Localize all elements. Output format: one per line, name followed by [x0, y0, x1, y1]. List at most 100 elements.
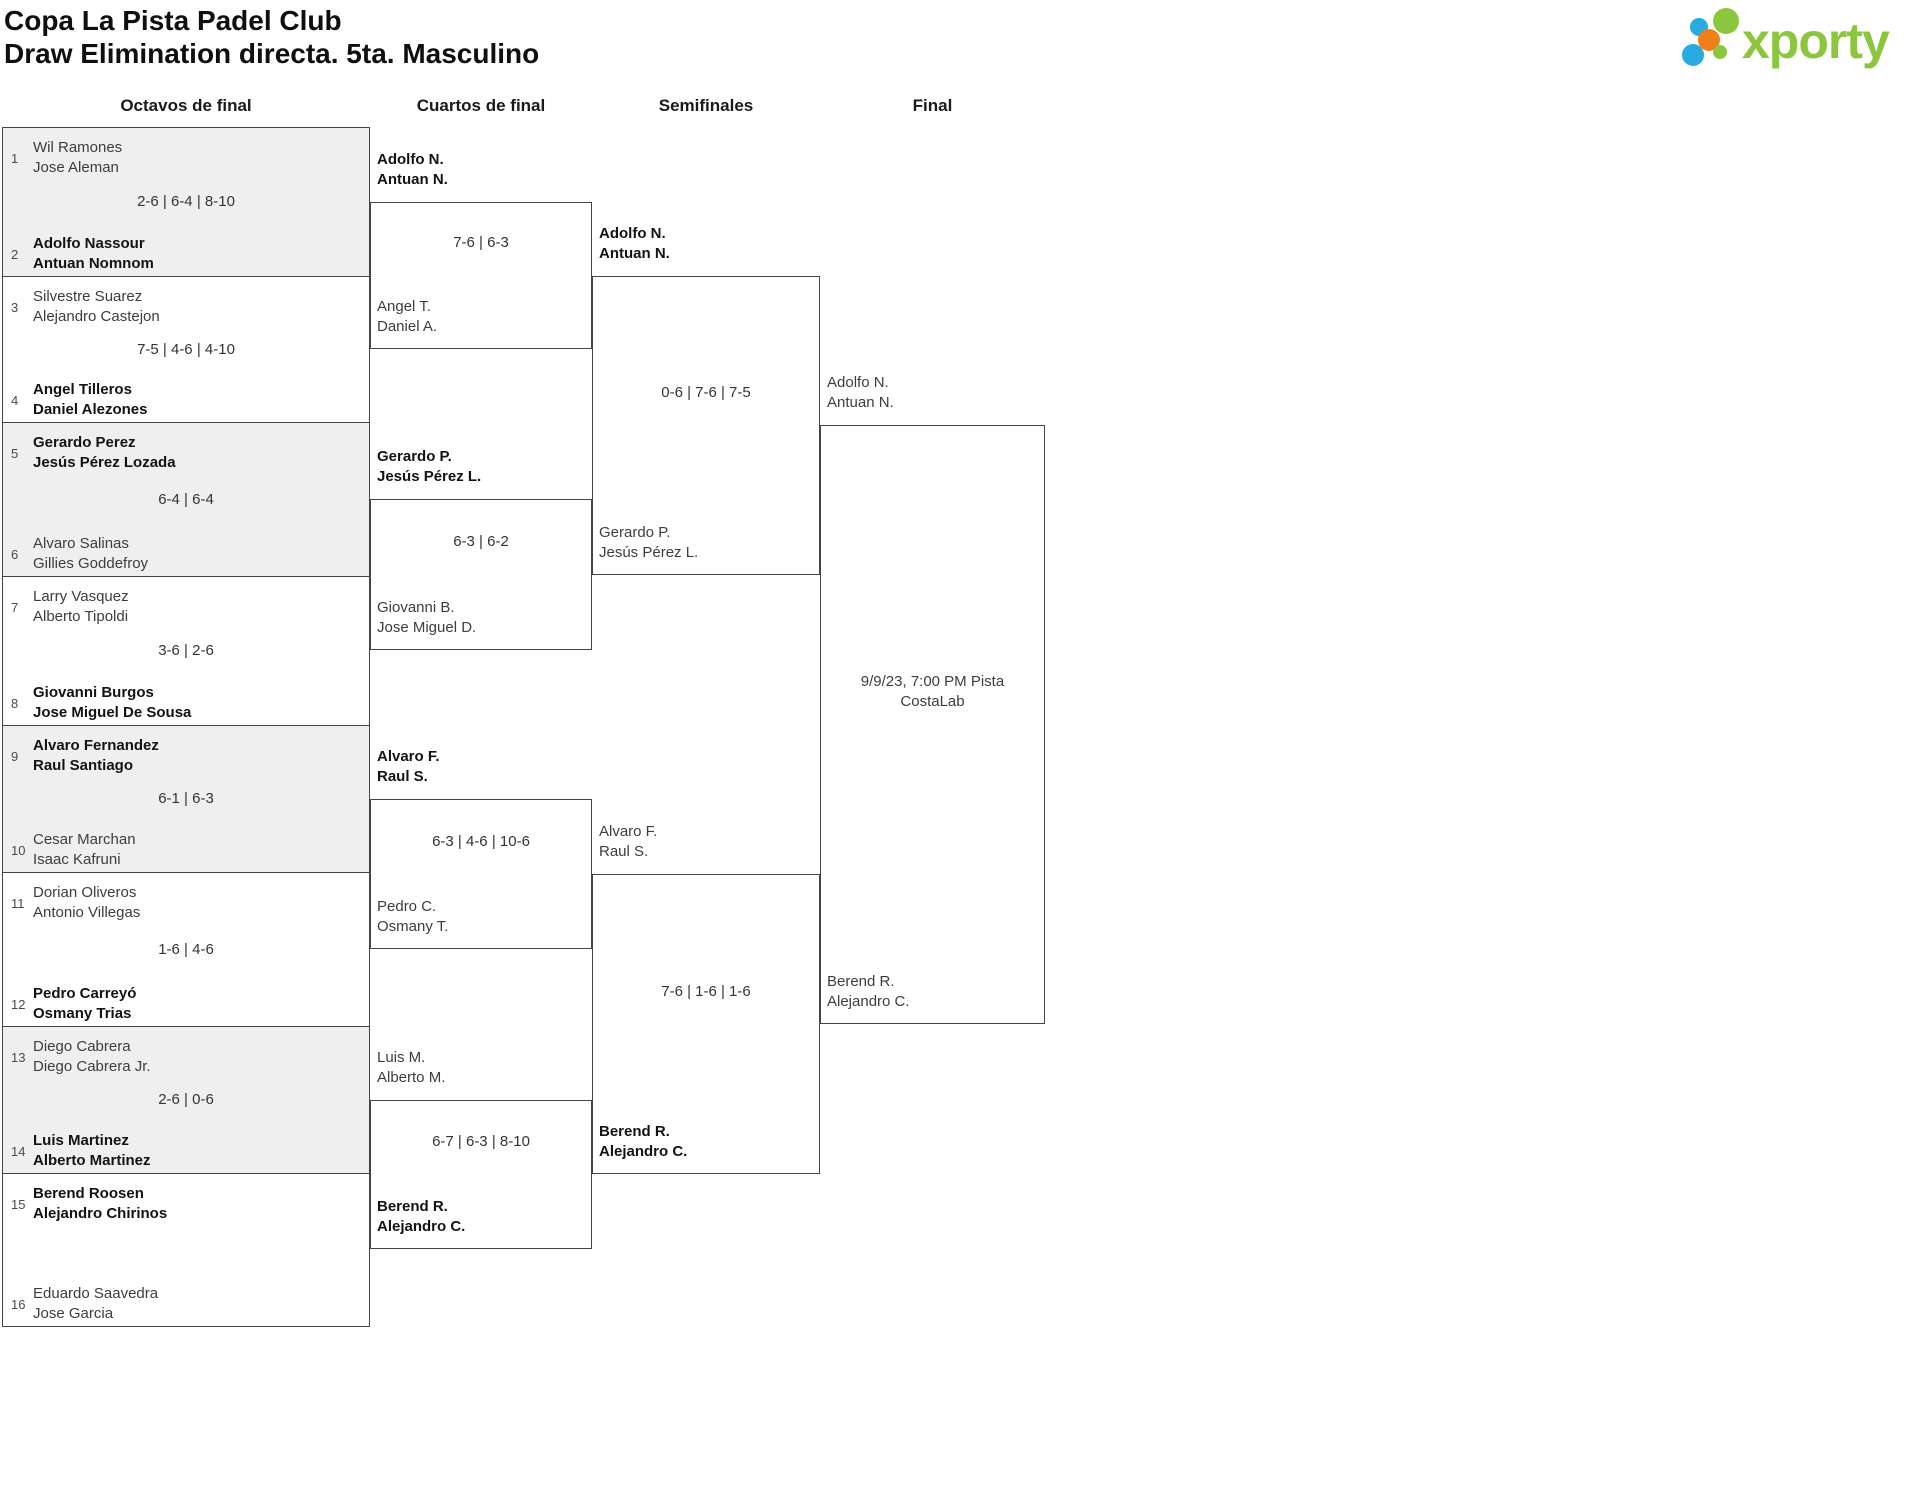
player-name: Pedro C.	[377, 898, 437, 915]
team-names: Dorian Oliveros Antonio Villegas	[33, 883, 361, 923]
cuartos-3-team-2[interactable]: Pedro C. Osmany T.	[377, 897, 582, 937]
team-names: Cesar Marchan Isaac Kafruni	[33, 830, 361, 870]
match-octavos-5[interactable]: 9 Alvaro Fernandez Raul Santiago 6-1 | 6…	[3, 726, 369, 873]
player-name: Alejandro C.	[599, 1143, 688, 1160]
semifinal-2-team-2[interactable]: Berend R. Alejandro C.	[599, 1122, 804, 1162]
player-name: Eduardo Saavedra	[33, 1285, 159, 1302]
match-cuartos-4-box[interactable]	[370, 1100, 592, 1249]
team-slot-winner[interactable]: 8 Giovanni Burgos Jose Miguel De Sousa	[11, 683, 361, 723]
player-name: Berend R.	[377, 1198, 448, 1215]
team-slot[interactable]: 6 Alvaro Salinas Gillies Goddefroy	[11, 534, 361, 574]
team-slot-winner[interactable]: 14 Luis Martinez Alberto Martinez	[11, 1131, 361, 1171]
team-slot-winner[interactable]: 4 Angel Tilleros Daniel Alezones	[11, 380, 361, 420]
round-header-octavos: Octavos de final	[120, 96, 252, 115]
player-name: Osmany T.	[377, 918, 449, 935]
player-name: Raul Santiago	[33, 757, 134, 774]
player-name: Adolfo N.	[599, 225, 666, 242]
cuartos-2-team-2[interactable]: Giovanni B. Jose Miguel D.	[377, 598, 582, 638]
team-slot-winner[interactable]: 15 Berend Roosen Alejandro Chirinos	[11, 1184, 361, 1224]
player-name: Antuan N.	[827, 394, 894, 411]
player-name: Isaac Kafruni	[33, 851, 121, 868]
match-score: 2-6 | 6-4 | 8-10	[137, 193, 235, 210]
team-slot-winner[interactable]: 12 Pedro Carreyó Osmany Trias	[11, 984, 361, 1024]
team-names: Angel Tilleros Daniel Alezones	[33, 380, 361, 420]
team-slot-winner[interactable]: 9 Alvaro Fernandez Raul Santiago	[11, 736, 361, 776]
semifinal-2-score: 7-6 | 1-6 | 1-6	[661, 983, 751, 1000]
semifinal-1-team-2[interactable]: Gerardo P. Jesús Pérez L.	[599, 523, 804, 563]
seed-number: 9	[11, 748, 19, 764]
cuartos-2-team-1[interactable]: Gerardo P. Jesús Pérez L.	[377, 447, 582, 487]
match-cuartos-2-box[interactable]	[370, 499, 592, 650]
player-name: Antuan Nomnom	[33, 255, 154, 272]
match-score: 1-6 | 4-6	[158, 940, 214, 958]
final-schedule: 9/9/23, 7:00 PM Pista CostaLab	[845, 672, 1020, 712]
team-slot[interactable]: 7 Larry Vasquez Alberto Tipoldi	[11, 587, 361, 627]
seed-number: 5	[11, 445, 19, 461]
player-name: Jesús Pérez L.	[377, 468, 482, 485]
team-slot[interactable]: 3 Silvestre Suarez Alejandro Castejon	[11, 287, 361, 327]
team-names: Alvaro Fernandez Raul Santiago	[33, 736, 361, 776]
team-slot-winner[interactable]: 5 Gerardo Perez Jesús Pérez Lozada	[11, 433, 361, 473]
seed-number: 8	[11, 695, 19, 711]
final-team-2[interactable]: Berend R. Alejandro C.	[827, 972, 1032, 1012]
player-name: Alvaro F.	[599, 823, 658, 840]
match-octavos-8[interactable]: 15 Berend Roosen Alejandro Chirinos 16 E…	[3, 1174, 369, 1326]
player-name: Larry Vasquez	[33, 588, 129, 605]
player-name: Jose Miguel D.	[377, 619, 477, 636]
semifinal-2-team-1[interactable]: Alvaro F. Raul S.	[599, 822, 804, 862]
semifinal-1-team-1[interactable]: Adolfo N. Antuan N.	[599, 224, 804, 264]
match-semifinal-2-box[interactable]	[592, 874, 820, 1174]
cuartos-1-team-2[interactable]: Angel T. Daniel A.	[377, 297, 582, 337]
player-name: Diego Cabrera Jr.	[33, 1058, 151, 1075]
match-final-box[interactable]	[820, 425, 1045, 1024]
cuartos-4-team-1[interactable]: Luis M. Alberto M.	[377, 1048, 582, 1088]
team-names: Gerardo Perez Jesús Pérez Lozada	[33, 433, 361, 473]
player-name: Cesar Marchan	[33, 831, 136, 848]
team-names: Wil Ramones Jose Aleman	[33, 138, 361, 178]
match-score: 3-6 | 2-6	[158, 642, 214, 659]
match-cuartos-1-box[interactable]	[370, 202, 592, 349]
match-octavos-3[interactable]: 5 Gerardo Perez Jesús Pérez Lozada 6-4 |…	[3, 423, 369, 577]
match-octavos-6[interactable]: 11 Dorian Oliveros Antonio Villegas 1-6 …	[3, 873, 369, 1027]
team-slot[interactable]: 13 Diego Cabrera Diego Cabrera Jr.	[11, 1037, 361, 1077]
logo-dot-blue-big	[1682, 44, 1704, 66]
seed-number: 12	[11, 996, 26, 1012]
player-name: Alejandro C.	[377, 1218, 466, 1235]
seed-number: 13	[11, 1049, 26, 1065]
player-name: Jose Miguel De Sousa	[33, 704, 192, 721]
cuartos-3-team-1[interactable]: Alvaro F. Raul S.	[377, 747, 582, 787]
cuartos-4-team-2[interactable]: Berend R. Alejandro C.	[377, 1197, 582, 1237]
team-names: Giovanni Burgos Jose Miguel De Sousa	[33, 683, 361, 723]
player-name: Alejandro Castejon	[33, 308, 160, 325]
cuartos-1-team-1[interactable]: Adolfo N. Antuan N.	[377, 150, 582, 190]
final-schedule-datetime: 9/9/23, 7:00 PM Pista	[860, 673, 1005, 690]
match-octavos-2[interactable]: 3 Silvestre Suarez Alejandro Castejon 7-…	[3, 277, 369, 423]
match-cuartos-3-box[interactable]	[370, 799, 592, 949]
match-octavos-1[interactable]: 1 Wil Ramones Jose Aleman 2-6 | 6-4 | 8-…	[3, 128, 369, 277]
seed-number: 11	[11, 895, 25, 911]
round-header-final: Final	[912, 96, 953, 115]
match-semifinal-1-box[interactable]	[592, 276, 820, 575]
player-name: Gillies Goddefroy	[33, 555, 149, 572]
tournament-name: Copa La Pista Padel Club	[4, 5, 342, 36]
team-names: Adolfo Nassour Antuan Nomnom	[33, 234, 361, 274]
team-names: Eduardo Saavedra Jose Garcia	[33, 1284, 361, 1324]
match-octavos-7[interactable]: 13 Diego Cabrera Diego Cabrera Jr. 2-6 |…	[3, 1027, 369, 1174]
final-team-1[interactable]: Adolfo N. Antuan N.	[827, 373, 1032, 413]
team-slot[interactable]: 10 Cesar Marchan Isaac Kafruni	[11, 830, 361, 870]
player-name: Antonio Villegas	[33, 904, 141, 921]
logo-dot-green-big	[1713, 8, 1739, 34]
team-slot[interactable]: 1 Wil Ramones Jose Aleman	[11, 138, 361, 178]
player-name: Gerardo P.	[599, 524, 671, 541]
semifinal-1-score: 0-6 | 7-6 | 7-5	[661, 384, 751, 401]
player-name: Adolfo N.	[377, 151, 444, 168]
team-slot-winner[interactable]: 2 Adolfo Nassour Antuan Nomnom	[11, 234, 361, 274]
seed-number: 1	[11, 150, 19, 166]
match-octavos-4[interactable]: 7 Larry Vasquez Alberto Tipoldi 3-6 | 2-…	[3, 577, 369, 726]
seed-number: 4	[11, 392, 19, 408]
player-name: Giovanni B.	[377, 599, 455, 616]
team-slot[interactable]: 16 Eduardo Saavedra Jose Garcia	[11, 1284, 361, 1324]
team-slot[interactable]: 11 Dorian Oliveros Antonio Villegas	[11, 883, 361, 923]
player-name: Alejandro C.	[827, 993, 910, 1010]
